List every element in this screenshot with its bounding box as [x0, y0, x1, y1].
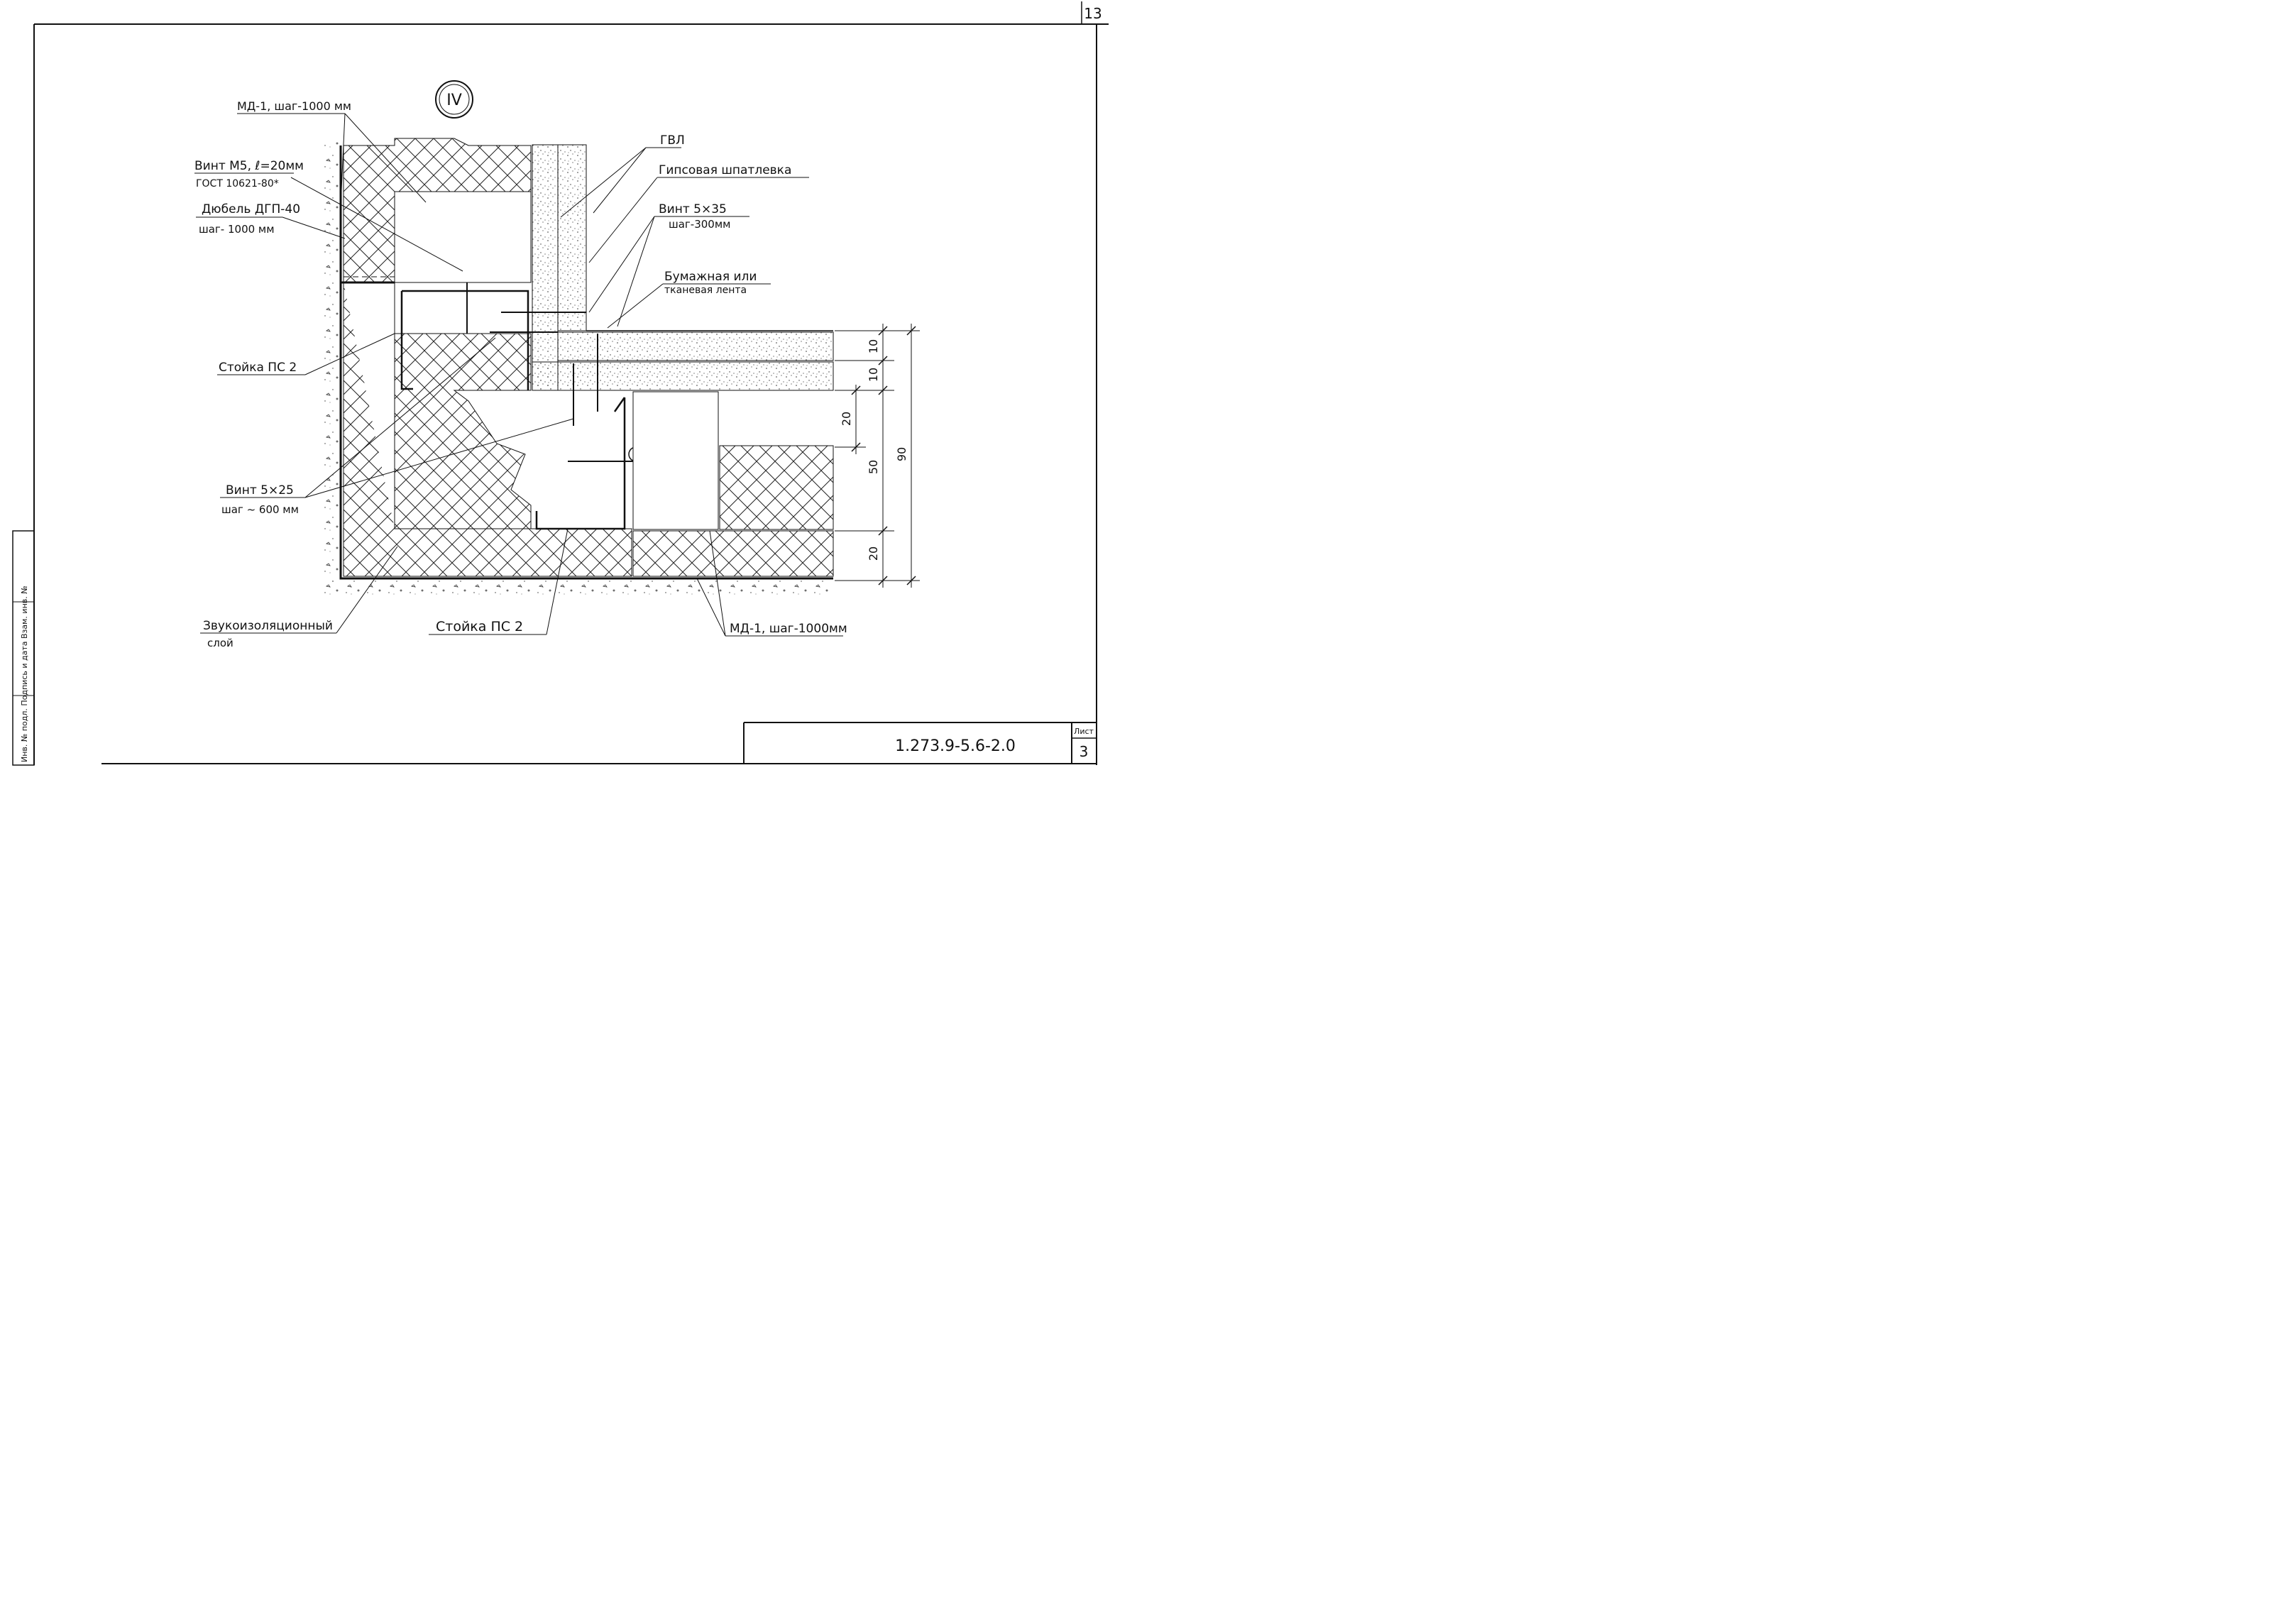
cavity-upper — [394, 191, 532, 283]
label-sound-layer-2: слой — [207, 637, 234, 649]
label-tape-2: тканевая лента — [664, 285, 747, 296]
label-tape-1: Бумажная или — [664, 270, 757, 284]
dim-90: 90 — [895, 447, 908, 461]
sound-insulation-bottom-right — [632, 530, 834, 577]
label-post-left: Стойка ПС 2 — [219, 361, 297, 375]
label-md1-top: МД-1, шаг-1000 мм — [237, 99, 351, 113]
dim-50: 50 — [867, 460, 880, 474]
label-md1-bottom: МД-1, шаг-1000мм — [730, 622, 847, 636]
concrete-slab-bottom — [324, 581, 833, 596]
sheet-label: Лист — [1074, 727, 1094, 736]
sheet-number: 3 — [1080, 743, 1089, 760]
page-number: 13 — [1084, 5, 1102, 22]
label-post-bottom: Стойка ПС 2 — [436, 619, 523, 634]
dim-20-lower: 20 — [867, 546, 880, 561]
dimension-values: 10 10 20 50 90 20 — [840, 339, 908, 561]
annotations: МД-1, шаг-1000 мм Винт М5, ℓ=20мм ГОСТ 1… — [194, 99, 847, 649]
label-screw-5x35: Винт 5×35 — [659, 202, 727, 216]
dimension-lines — [835, 324, 920, 588]
gvl-board-horizontal-2 — [532, 361, 834, 391]
construction-drawing-sheet: 13 — [12, 1, 1109, 766]
concrete-wall-left — [324, 141, 341, 582]
dim-10-top: 10 — [867, 339, 880, 353]
detail-marker: IV — [435, 80, 473, 119]
screw-5x25-2 — [568, 446, 637, 462]
post-ps2-lower — [535, 397, 626, 530]
label-gost: ГОСТ 10621-80* — [196, 178, 279, 189]
label-gypsum-putty: Гипсовая шпатлевка — [659, 163, 791, 177]
side-stamp-text: Инв. № подл. Подпись и дата Взам. инв. № — [20, 586, 29, 762]
dim-10-second: 10 — [867, 368, 880, 382]
post-ps2-upper — [400, 290, 529, 390]
gvl-board-horizontal-1 — [557, 331, 834, 361]
wall-section — [324, 138, 834, 596]
label-dowel: Дюбель ДГП-40 — [202, 202, 300, 216]
gvl-board-vertical-2 — [557, 144, 587, 331]
detail-marker-label: IV — [446, 92, 462, 109]
leader-lines — [194, 113, 843, 637]
title-block: 1.273.9-5.6-2.0 Лист 3 — [743, 722, 1097, 764]
label-screw-m5: Винт М5, ℓ=20мм — [194, 159, 304, 173]
dim-20-upper: 20 — [840, 412, 853, 426]
label-dowel-step: шаг- 1000 мм — [199, 223, 275, 236]
sound-insulation-right — [719, 445, 834, 530]
label-screw-5x25: Винт 5×25 — [226, 483, 294, 498]
gvl-board-vertical-1 — [532, 144, 559, 391]
label-sound-layer: Звукоизоляционный — [203, 619, 333, 633]
label-screw-5x35-step: шаг-300мм — [669, 218, 730, 231]
cavity-lower — [632, 391, 719, 530]
md1-profile-bottom — [339, 282, 833, 580]
label-gvl: ГВЛ — [660, 133, 685, 148]
side-stamp: Инв. № подл. Подпись и дата Взам. инв. № — [12, 530, 35, 766]
doc-code: 1.273.9-5.6-2.0 — [895, 737, 1016, 755]
label-screw-5x25-step: шаг ~ 600 мм — [221, 503, 299, 516]
